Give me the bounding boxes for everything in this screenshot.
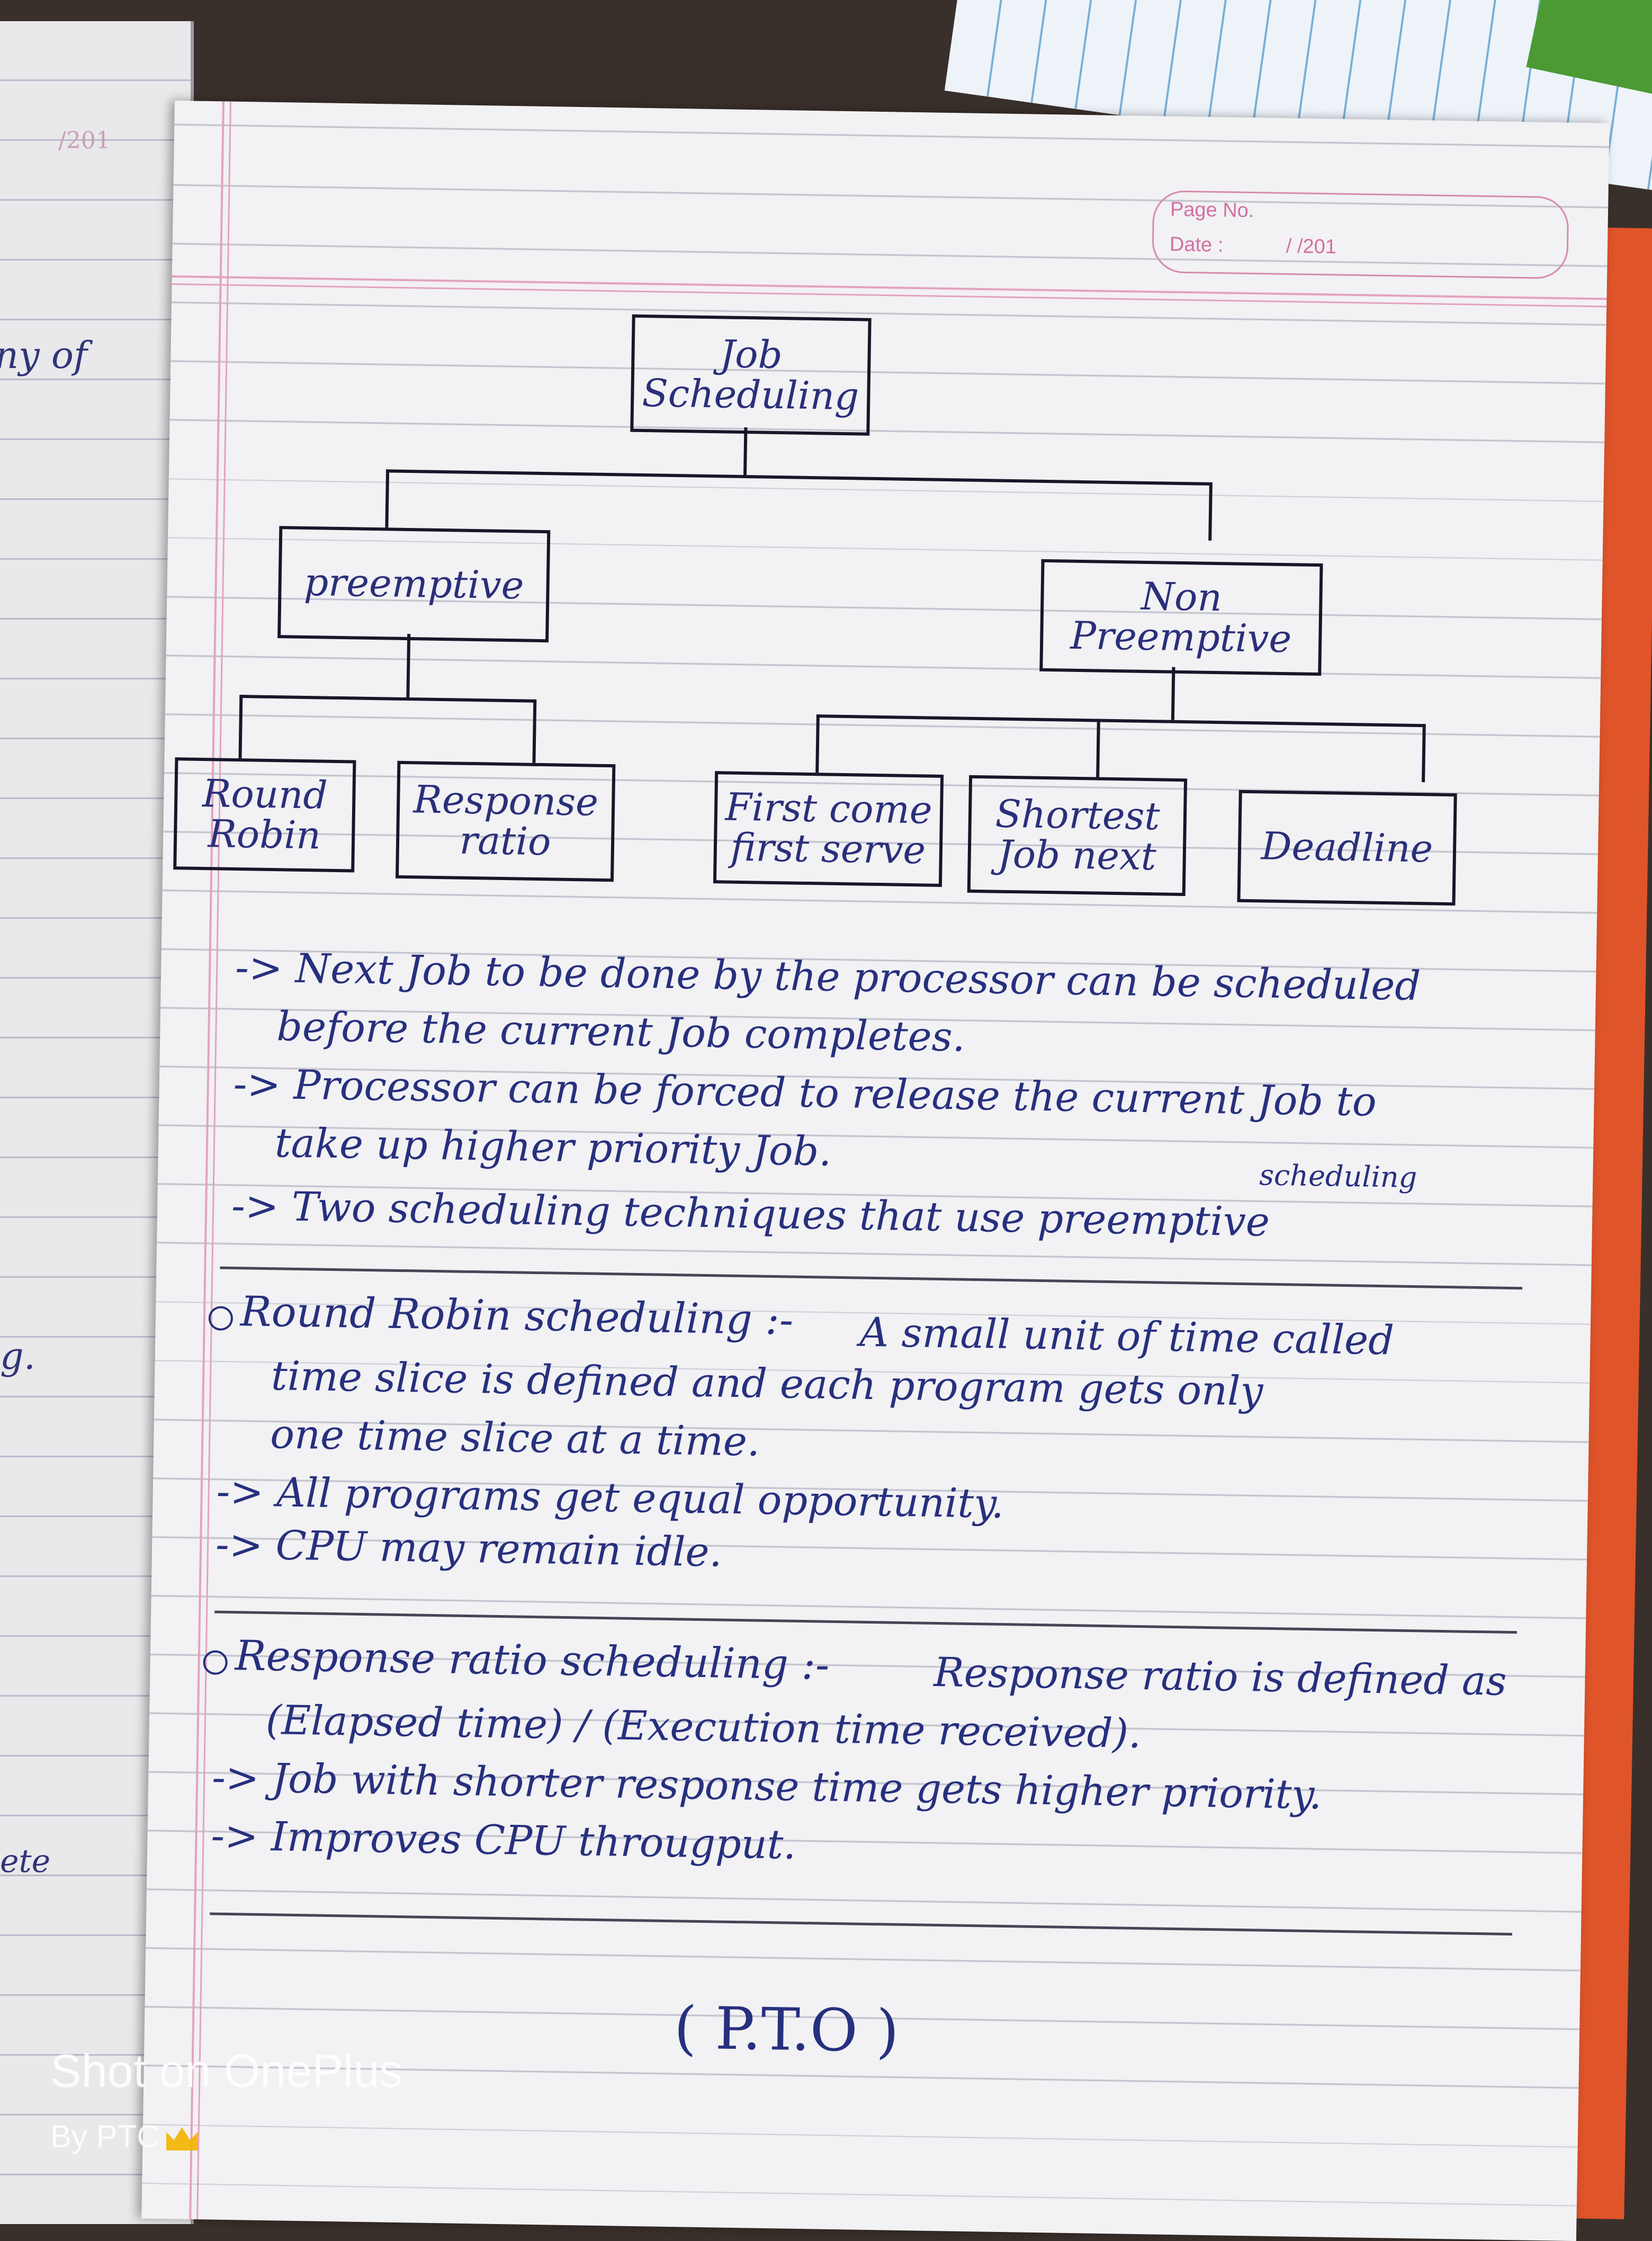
diagram-non-preemptive-node: Non Preemptive — [1039, 559, 1323, 676]
connector — [1208, 482, 1213, 541]
connector — [532, 699, 537, 763]
watermark-credit-text: By PTC — [50, 2119, 160, 2154]
left-page-fragment-2: g. — [0, 1334, 36, 1378]
connector — [406, 634, 411, 698]
section2-text: Response ratio is defined as — [933, 1648, 1507, 1705]
left-page-fragment-3: ete — [0, 1843, 51, 1880]
diagram-leaf-shortest-job-next: Shortest Job next — [967, 775, 1188, 897]
section1-text: A small unit of time called — [859, 1308, 1395, 1364]
node-label: Job next — [997, 831, 1157, 879]
diagram-leaf-first-come-first-serve: First come first serve — [713, 771, 944, 887]
node-label: Preemptive — [1070, 613, 1292, 661]
connector — [816, 714, 1425, 728]
diagram-leaf-response-ratio: Response ratio — [395, 760, 616, 882]
margin-line — [196, 101, 231, 2220]
section2-point: -> Improves CPU througput. — [210, 1812, 797, 1868]
page-no-label: Page No. — [1170, 198, 1254, 222]
camera-watermark-credit: By PTC — [50, 2118, 198, 2155]
node-label: first serve — [730, 824, 926, 873]
connector — [1096, 719, 1100, 777]
diagram-leaf-deadline: Deadline — [1237, 790, 1457, 906]
section1-heading: Round Robin scheduling :- — [240, 1288, 794, 1344]
section-bullet-icon — [203, 1650, 228, 1675]
left-page-year: /201 — [58, 127, 111, 154]
margin-line — [189, 101, 225, 2219]
left-page-fragment-1: ny of — [0, 334, 87, 377]
node-label: Job — [719, 331, 783, 378]
diagram-leaf-round-robin: Round Robin — [173, 757, 356, 873]
diagram-root-node: Job Scheduling — [630, 314, 872, 436]
section1-text: one time slice at a time. — [270, 1410, 760, 1465]
connector — [239, 695, 536, 703]
section2-heading: Response ratio scheduling :- — [235, 1632, 830, 1689]
intro-point-insert: scheduling — [1259, 1158, 1417, 1195]
intro-point-line: before the current Job completes. — [276, 1002, 966, 1061]
section1-text: time slice is defined and each program g… — [271, 1352, 1264, 1415]
intro-point-line: -> Two scheduling techniques that use pr… — [231, 1181, 1270, 1245]
section-bullet-icon — [208, 1306, 234, 1331]
intro-point-line: -> Processor can be forced to release th… — [233, 1060, 1377, 1125]
section-divider — [210, 1912, 1512, 1936]
camera-watermark: Shot on OnePlus — [50, 2045, 403, 2097]
connector — [1171, 667, 1175, 720]
page-number-date-box: Page No. Date : / /201 — [1152, 190, 1569, 280]
node-label: Shortest — [994, 791, 1161, 839]
node-label: ratio — [459, 818, 552, 864]
connector — [743, 427, 748, 476]
node-label: preemptive — [303, 560, 525, 608]
notebook-page: Page No. Date : / /201 Job Scheduling pr… — [141, 101, 1610, 2241]
diagram-preemptive-node: preemptive — [277, 526, 551, 643]
node-label: Round — [202, 771, 328, 818]
connector — [1422, 724, 1426, 783]
date-label: Date : — [1169, 233, 1224, 257]
connector — [815, 714, 820, 773]
pto-note: ( P.T.O ) — [673, 1994, 900, 2065]
section2-text: (Elapsed time) / (Execution time receive… — [265, 1696, 1142, 1758]
connector — [385, 469, 390, 528]
intro-point-line: take up higher priority Job. — [274, 1119, 832, 1175]
node-label: First come — [725, 784, 933, 833]
section1-point: -> All programs get equal opportunity. — [216, 1467, 1004, 1527]
connector — [386, 469, 1212, 486]
connector — [238, 695, 243, 759]
node-label: Non — [1141, 574, 1223, 620]
node-label: Robin — [208, 811, 321, 858]
section-divider — [220, 1266, 1523, 1290]
crown-icon — [166, 2127, 198, 2151]
section1-point: -> CPU may remain idle. — [215, 1520, 723, 1576]
node-label: Deadline — [1261, 823, 1433, 871]
date-value: / /201 — [1286, 235, 1337, 258]
section-divider — [214, 1610, 1517, 1634]
section2-point: -> Job with shorter response time gets h… — [211, 1753, 1323, 1818]
intro-point-line: -> Next Job to be done by the processor … — [235, 944, 1421, 1010]
node-label: Response — [413, 777, 599, 825]
node-label: Scheduling — [641, 370, 859, 419]
